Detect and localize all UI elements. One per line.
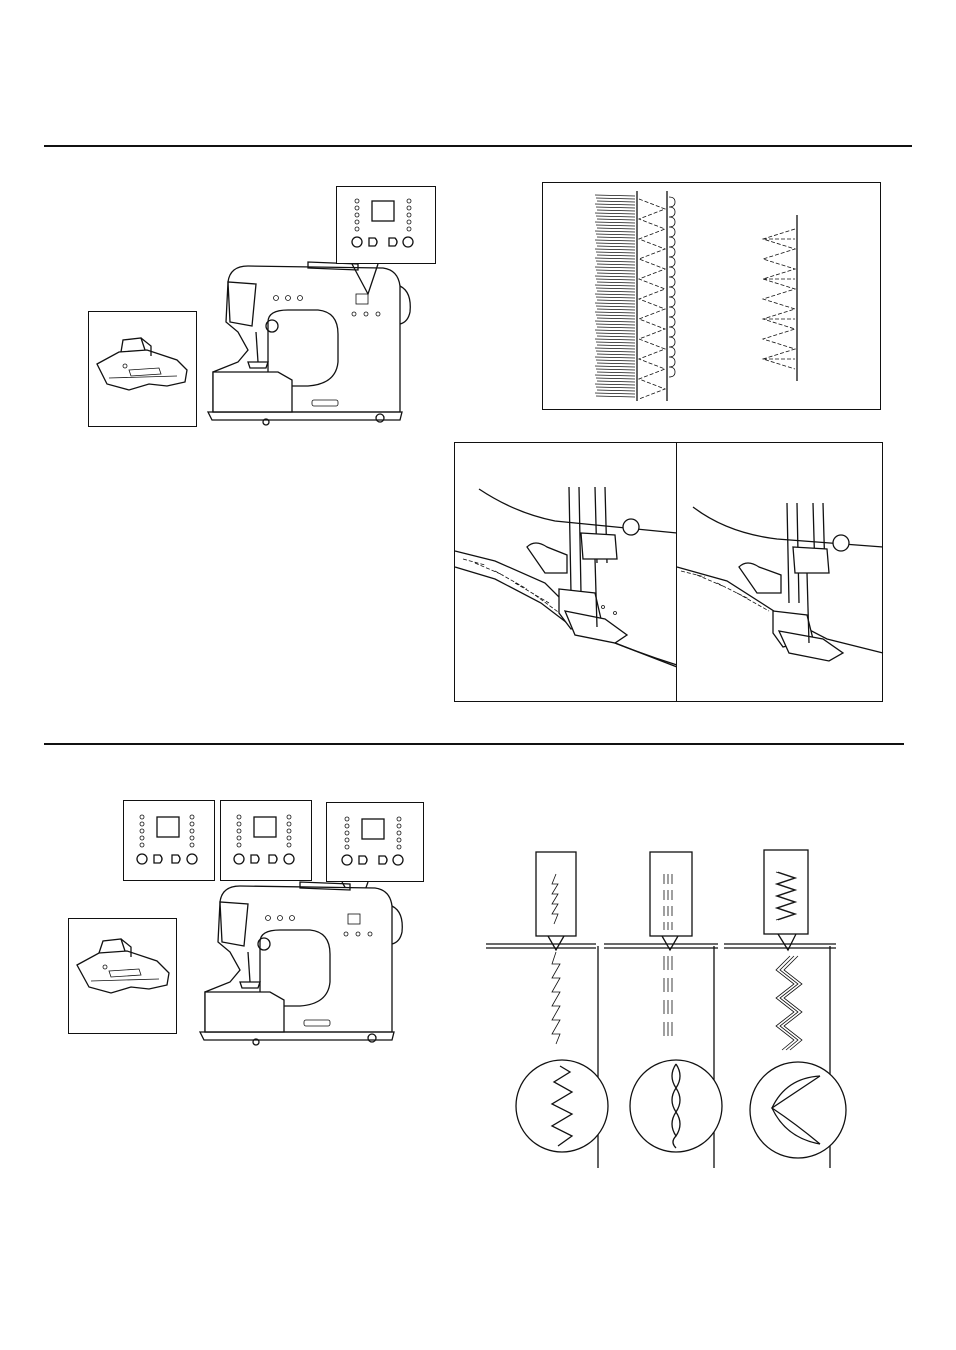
- control-panel-icon: [124, 801, 216, 882]
- satin-stitch-line: [597, 318, 635, 319]
- triple-zigzag-stitch-sample: [746, 846, 852, 1170]
- satin-stitch-line: [595, 339, 635, 340]
- satin-stitch-line: [597, 390, 635, 391]
- presser-foot-figure-2: [68, 918, 177, 1034]
- control-panel-icon: [327, 803, 425, 883]
- satin-stitch-line: [596, 360, 635, 361]
- presser-foot-icon: [89, 312, 198, 428]
- control-panel-icon: [337, 187, 437, 265]
- satin-stitch-line: [595, 276, 635, 277]
- satin-stitch-line: [596, 342, 635, 343]
- satin-stitch-line: [595, 222, 635, 223]
- satin-stitch-line: [595, 213, 635, 214]
- satin-stitch-line: [596, 261, 635, 262]
- satin-stitch-line: [597, 354, 635, 355]
- satin-stitch-line: [596, 198, 635, 199]
- satin-stitch-line: [595, 375, 635, 376]
- satin-stitch-line: [595, 393, 635, 394]
- satin-stitch-line: [595, 312, 635, 313]
- satin-stitch-line: [595, 384, 635, 385]
- satin-stitch-line: [596, 333, 635, 334]
- section-divider-top: [44, 145, 912, 147]
- sewing-machine-icon: [200, 882, 404, 1047]
- satin-stitch-line: [595, 294, 635, 295]
- satin-stitch-line: [596, 369, 635, 370]
- satin-stitch-line: [597, 309, 635, 310]
- satin-stitch-line: [597, 264, 635, 265]
- satin-stitch-line: [596, 216, 635, 217]
- satin-stitch-line: [597, 336, 635, 337]
- control-panel-icon: [221, 801, 313, 882]
- satin-stitch-line: [595, 267, 635, 268]
- satin-stitch-line: [596, 207, 635, 208]
- presser-foot-icon: [69, 919, 178, 1035]
- satin-stitch-line: [597, 291, 635, 292]
- satin-stitch-line: [597, 273, 635, 274]
- satin-stitch-line: [597, 228, 635, 229]
- control-panel-option-1: [123, 800, 215, 881]
- satin-stitch-line: [596, 234, 635, 235]
- satin-stitch-line: [596, 306, 635, 307]
- satin-stitch-line: [596, 351, 635, 352]
- satin-stitch-line: [596, 297, 635, 298]
- satin-stitch-line: [596, 270, 635, 271]
- overcasting-illustration-left: [454, 442, 677, 702]
- satin-stitch-line: [595, 204, 635, 205]
- satin-stitch-line: [597, 282, 635, 283]
- satin-stitch-line: [595, 357, 635, 358]
- satin-stitch-line: [596, 225, 635, 226]
- satin-stitch-line: [597, 237, 635, 238]
- satin-stitch-line: [597, 345, 635, 346]
- satin-stitch-line: [597, 363, 635, 364]
- satin-stitch-line: [595, 348, 635, 349]
- satin-stitch-line: [597, 246, 635, 247]
- triple-straight-stitch-sample: [628, 850, 728, 1170]
- control-panel-option-2: [220, 800, 312, 881]
- control-panel-callout: [336, 186, 436, 264]
- section-divider-middle: [44, 743, 904, 745]
- callout-pointer: [352, 262, 392, 296]
- satin-stitch-line: [595, 303, 635, 304]
- satin-stitch-line: [596, 324, 635, 325]
- satin-stitch-line: [597, 219, 635, 220]
- presser-foot-sewing-icon: [677, 443, 884, 703]
- satin-stitch-line: [595, 231, 635, 232]
- satin-stitch-line: [595, 321, 635, 322]
- satin-stitch-line: [595, 258, 635, 259]
- satin-stitch-line: [596, 396, 635, 397]
- overcasting-illustration-right: [676, 442, 883, 702]
- satin-stitch-line: [596, 243, 635, 244]
- satin-stitch-line: [597, 327, 635, 328]
- satin-stitch-line: [596, 315, 635, 316]
- satin-stitch-line: [595, 240, 635, 241]
- satin-stitch-line: [597, 201, 635, 202]
- satin-stitch-line: [595, 366, 635, 367]
- satin-stitch-line: [597, 300, 635, 301]
- satin-stitch-line: [595, 249, 635, 250]
- satin-stitch-line: [596, 279, 635, 280]
- satin-stitch-line: [595, 285, 635, 286]
- satin-stitch-line: [597, 372, 635, 373]
- satin-stitch-line: [597, 210, 635, 211]
- satin-stitch-line: [597, 255, 635, 256]
- satin-stitch-line: [596, 387, 635, 388]
- satin-stitch-line: [596, 378, 635, 379]
- satin-stitch-line: [596, 288, 635, 289]
- stitch-pattern-diagram: [543, 183, 882, 411]
- satin-stitch-line: [596, 252, 635, 253]
- lightning-stitch-sample: [512, 850, 612, 1170]
- overcast-stitch-patterns: [542, 182, 881, 410]
- presser-foot-figure: [88, 311, 197, 427]
- presser-foot-sewing-icon: [455, 443, 678, 703]
- control-panel-option-3: [326, 802, 424, 882]
- satin-stitch-line: [597, 381, 635, 382]
- satin-stitch-line: [595, 330, 635, 331]
- satin-stitch-line: [595, 195, 635, 196]
